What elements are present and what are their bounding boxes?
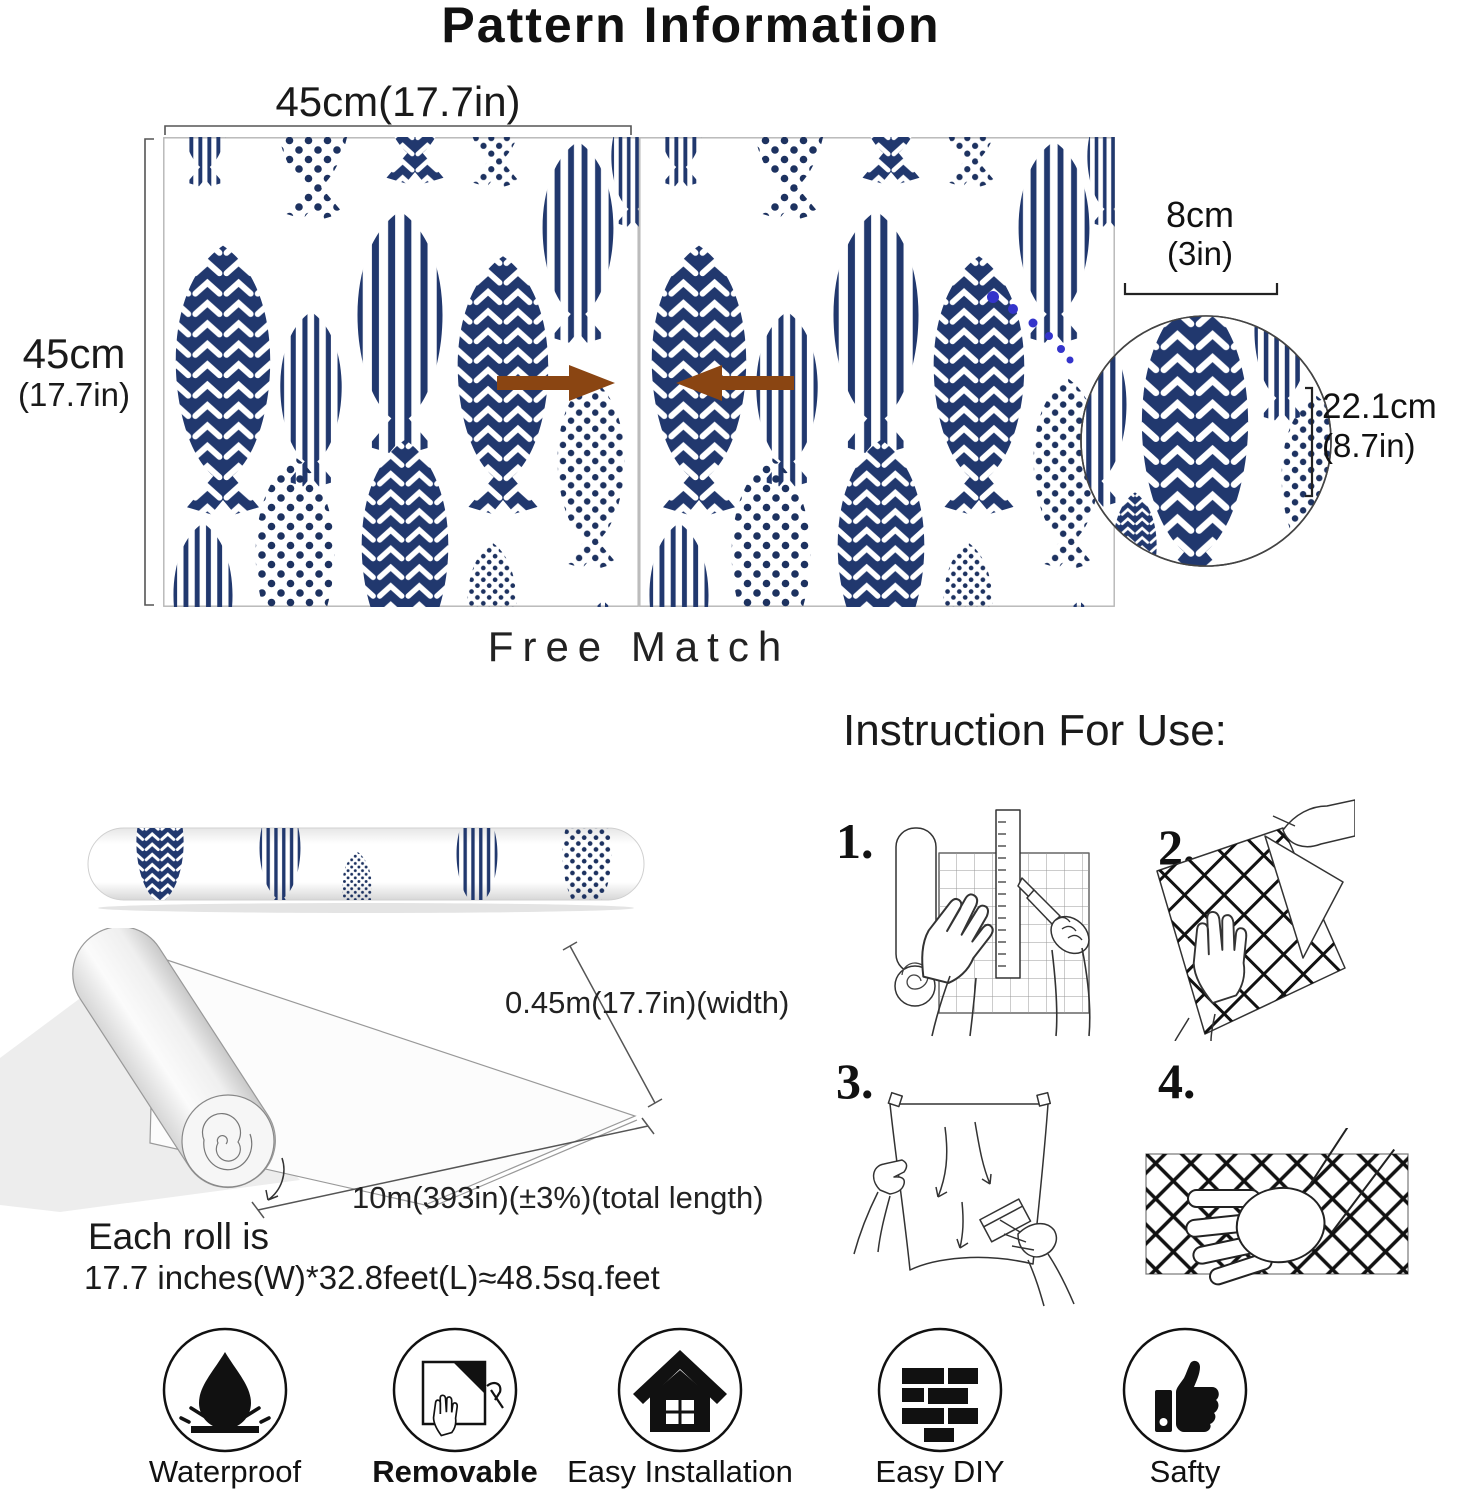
roll-summary-line1: Each roll is (88, 1216, 269, 1257)
peel-backing-illustration (1156, 799, 1355, 1041)
step-3-number: 3. (836, 1053, 874, 1109)
tile-width-bracket (164, 125, 632, 135)
pattern-magnifier-icon (1080, 315, 1332, 567)
magnified-fish-width-bracket (1123, 283, 1279, 296)
tile-width-label: 45cm(17.7in) (275, 78, 521, 125)
step-4-number: 4. (1158, 1053, 1196, 1109)
magnified-fish-height-label: 22.1cm (8.7in) (1322, 387, 1437, 465)
feature-label-easy-installation: Easy Installation (567, 1454, 793, 1489)
step-1-number: 1. (836, 813, 874, 869)
magnifier-connector-dots (987, 291, 1074, 364)
match-arrow-right-icon (497, 365, 615, 401)
house-icon (617, 1327, 743, 1453)
peel-off-icon (392, 1327, 518, 1453)
feature-label-safty: Safty (1149, 1454, 1221, 1489)
instructions-heading: Instruction For Use: (843, 706, 1227, 755)
hang-and-smooth-illustration (853, 1091, 1075, 1307)
roll-width-label: 0.45m(17.7in)(width) (505, 985, 790, 1020)
roll-summary-line2: 17.7 inches(W)*32.8feet(L)≈48.5sq.feet (84, 1259, 660, 1296)
unrolled-roll-diagram (0, 928, 663, 1219)
press-flat-illustration (1145, 1128, 1409, 1286)
match-arrow-left-icon (676, 365, 794, 401)
page-title: Pattern Information (441, 0, 941, 53)
feature-label-easy-diy: Easy DIY (875, 1454, 1005, 1489)
feature-label-removable: Removable (372, 1454, 538, 1489)
magnified-fish-width-label: 8cm (3in) (1165, 194, 1234, 273)
roll-length-label: 10m(393in)(±3%)(total length) (352, 1180, 764, 1215)
free-match-label: Free Match (487, 623, 791, 670)
brick-wall-icon (877, 1327, 1003, 1453)
feature-label-waterproof: Waterproof (148, 1454, 302, 1489)
tile-height-label: 45cm (17.7in) (18, 330, 130, 414)
thumbs-up-icon (1122, 1327, 1248, 1453)
magnified-fish-height-bracket (1305, 386, 1314, 498)
water-drop-icon (162, 1327, 288, 1453)
measure-and-cut-illustration (894, 809, 1091, 1037)
wallpaper-roll-tube (87, 827, 645, 913)
tile-height-bracket (144, 138, 154, 606)
